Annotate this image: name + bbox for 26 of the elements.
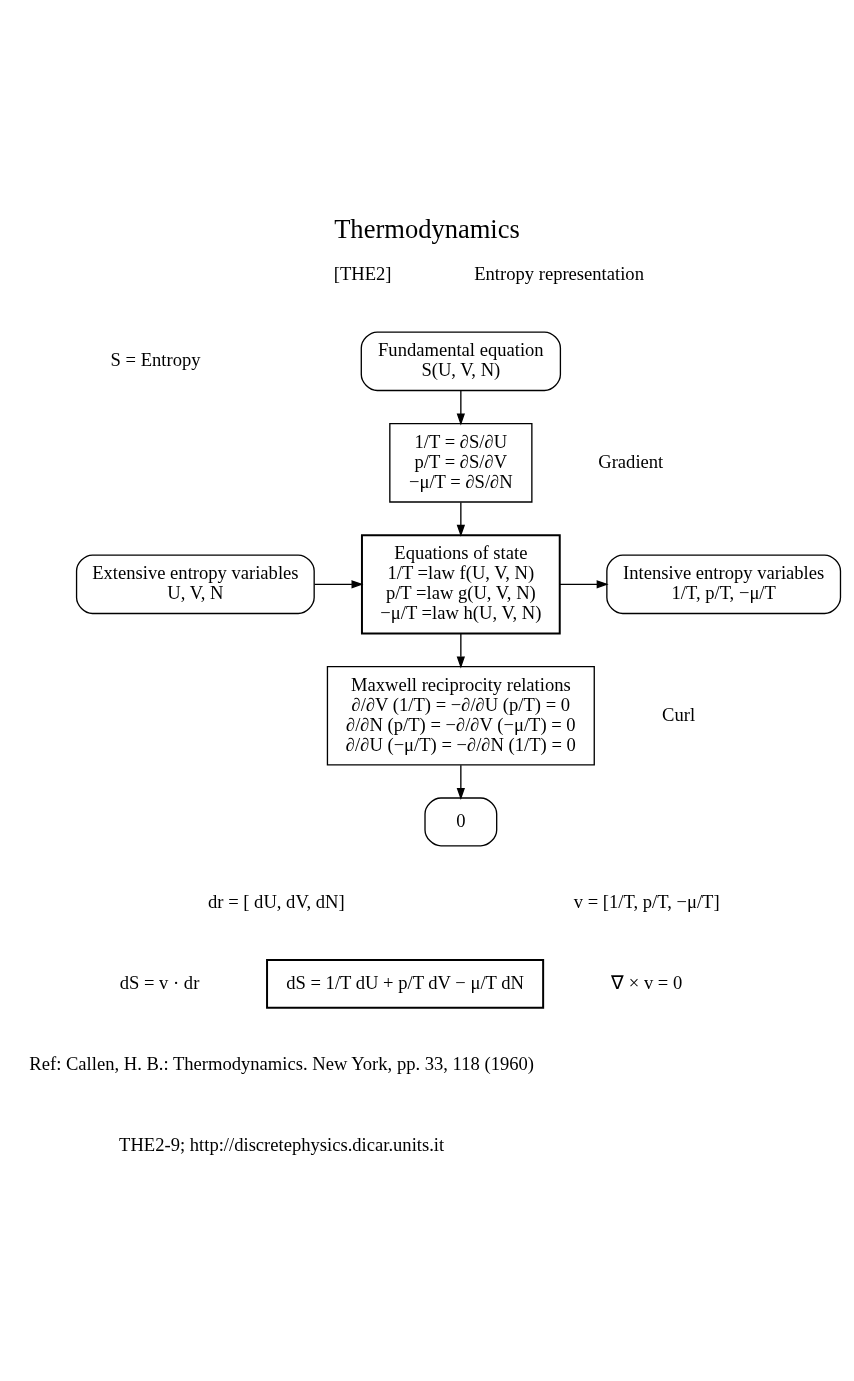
node-label: Curl [662, 703, 696, 725]
node-label: Gradient [598, 450, 664, 472]
label: THE2-9; http://discretephysics.dicar.units.it [119, 1133, 445, 1155]
label: dr = [ dU, dV, dN] [208, 890, 345, 912]
node-box: Maxwell reciprocity relations ∂/∂V (1/T) = −∂/∂U (p/T) = 0 ∂/∂N (p/T) = −∂/∂V (−μ/T) = 0 ∂/∂U (−μ/T) = −∂/∂N (1/T) = 0 [326, 665, 595, 766]
label: dS = v · dr [119, 971, 200, 993]
node-box: dS = 1/T dU + p/T dV − μ/T dN [266, 958, 545, 1009]
node-box: Equations of state 1/T =law f(U, V, N) p/T =law g(U, V, N) −μ/T =law h(U, V, N) [360, 534, 561, 635]
arrow [313, 580, 364, 589]
node-box: 0 [424, 797, 498, 847]
label: v = [1/T, p/T, −μ/T] [573, 890, 720, 912]
node-box: Extensive entropy variables U, V, N [75, 554, 315, 615]
arrow [456, 764, 466, 800]
label: S = Entropy [110, 349, 201, 371]
label: Entropy representation [474, 262, 644, 284]
arrow [456, 390, 466, 426]
node-box: Fundamental equation S(U, V, N) [360, 331, 562, 392]
arrow [456, 632, 466, 669]
label: [THE2] [333, 262, 392, 284]
diagram-title: Thermodynamics [334, 213, 520, 244]
label: ∇ × v = 0 [611, 971, 683, 993]
arrow [559, 580, 609, 589]
node-box: 1/T = ∂S/∂U p/T = ∂S/∂V −μ/T = ∂S/∂N [389, 423, 533, 503]
label: Ref: Callen, H. B.: Thermodynamics. New York, pp. 33, 118 (1960) [29, 1052, 534, 1074]
arrow [456, 501, 466, 537]
node-box: Intensive entropy variables 1/T, p/T, −μ/T [606, 554, 842, 615]
